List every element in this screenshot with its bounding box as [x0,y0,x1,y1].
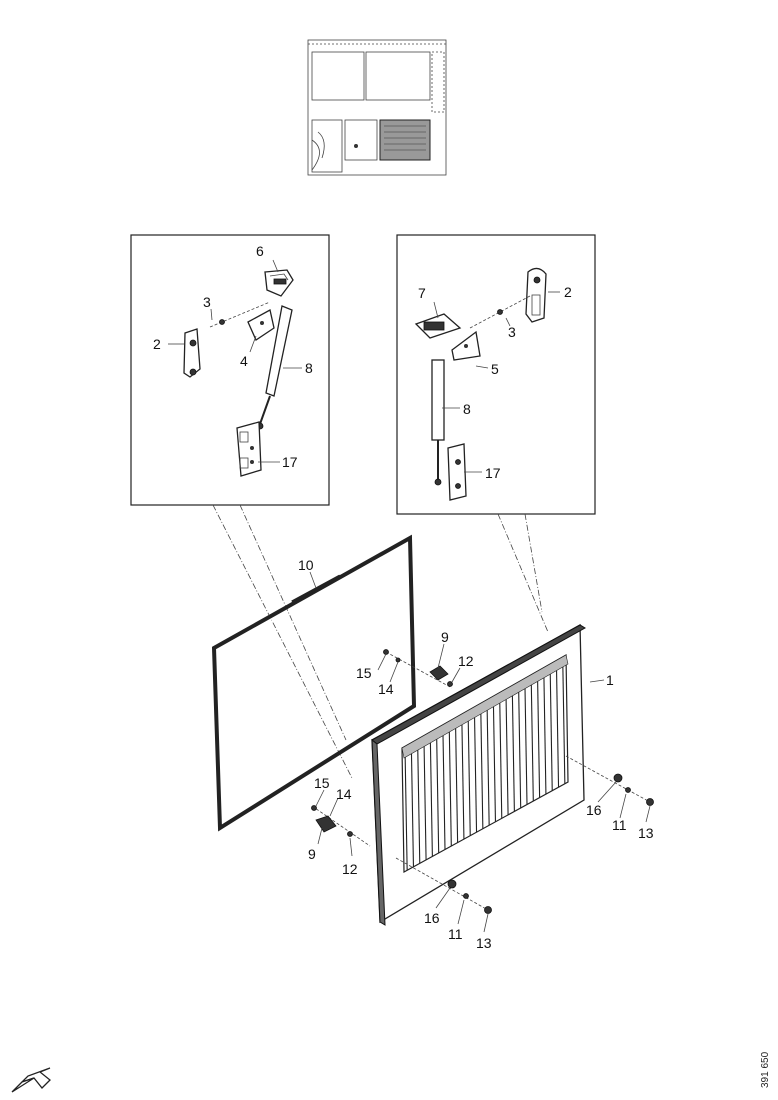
callout-2-right: 2 [564,284,572,300]
grille-slat [549,673,553,791]
callout-8-left: 8 [305,360,313,376]
grille-slat [499,701,503,819]
forward-arrow-icon [11,1067,51,1093]
grille-slat [562,665,566,784]
location-thumbnail [307,39,447,176]
main-leader-lines [309,571,651,933]
grille-slat [436,738,440,853]
grille-slat [473,716,478,833]
grille-slat [480,712,484,829]
callout-14-upper: 14 [378,681,394,697]
callout-9-upper: 9 [441,629,449,645]
detail-box-right [396,234,596,515]
grille-slat [461,723,465,840]
callout-11-bottom: 11 [448,926,463,942]
grille-slat [442,734,446,850]
grille-slat [448,730,452,847]
detail-leader-lines [212,504,549,779]
callout-3-right: 3 [508,324,516,340]
callout-12-lower: 12 [342,861,358,877]
callout-labels-right-detail: 7 2 3 5 8 17 [418,284,572,481]
callout-1: 1 [606,672,614,688]
hinge-part-2 [525,267,547,323]
callout-13-bottom: 13 [476,935,492,951]
callout-8-right: 8 [463,401,471,417]
callout-11-right: 11 [612,817,627,833]
grille-slat [537,680,541,798]
callout-13-right: 13 [638,825,654,841]
grille-slat [505,698,509,815]
grille-slat [486,709,490,826]
detail-box-left [130,234,330,506]
bracket-part-17-right [447,443,467,501]
grille-slat [555,669,560,788]
callout-14-lower: 14 [336,786,352,802]
grille-panel-part-1 [371,623,586,926]
seal-frame-part-10 [211,534,417,832]
callout-7-right: 7 [418,285,426,301]
callout-12-upper: 12 [458,653,474,669]
bracket-part-5 [451,330,481,361]
gas-strut-part-8-right [431,359,445,486]
grille-slat [530,683,534,802]
fastener-set-upper [383,649,453,689]
grille-slat [404,756,408,871]
grille-slat [429,741,433,857]
grille-slat [455,727,459,843]
callout-16-bottom: 16 [424,910,440,926]
callout-3-left: 3 [203,294,211,310]
callout-16-right: 16 [586,802,602,818]
bracket-part-4 [247,309,275,341]
grille-slat [518,691,522,808]
bracket-part-17 [236,421,262,477]
grille-slat [511,694,515,812]
grille-slat [492,705,497,822]
grille-slat [423,745,427,860]
grille-slat [417,748,421,864]
fastener-set-right [565,755,654,806]
drawing-code: 391 650 [760,1051,771,1088]
callout-labels-main: 10 1 9 12 15 14 15 14 9 12 16 11 13 16 1… [298,557,654,951]
grille-slat [543,676,547,795]
bracket-part-2 [183,328,201,378]
callout-labels-left-detail: 6 3 2 4 8 17 [153,243,313,470]
callout-15-upper: 15 [356,665,372,681]
callout-9-lower: 9 [308,846,316,862]
callout-10: 10 [298,557,314,573]
grille-slat [467,720,471,836]
hinge-part-7 [414,313,462,339]
callout-4-left: 4 [240,353,248,369]
callout-5-right: 5 [491,361,499,377]
grille-slat [410,752,415,867]
hinge-part-6 [264,269,294,297]
callout-6-left: 6 [256,243,264,259]
fastener-set-lower-left [311,805,371,847]
callout-2-left: 2 [153,336,161,352]
fastener-set-bottom [395,857,492,914]
callout-17-right: 17 [485,465,501,481]
callout-15-lower: 15 [314,775,330,791]
grille-slat [524,687,528,805]
callout-17-left: 17 [282,454,298,470]
